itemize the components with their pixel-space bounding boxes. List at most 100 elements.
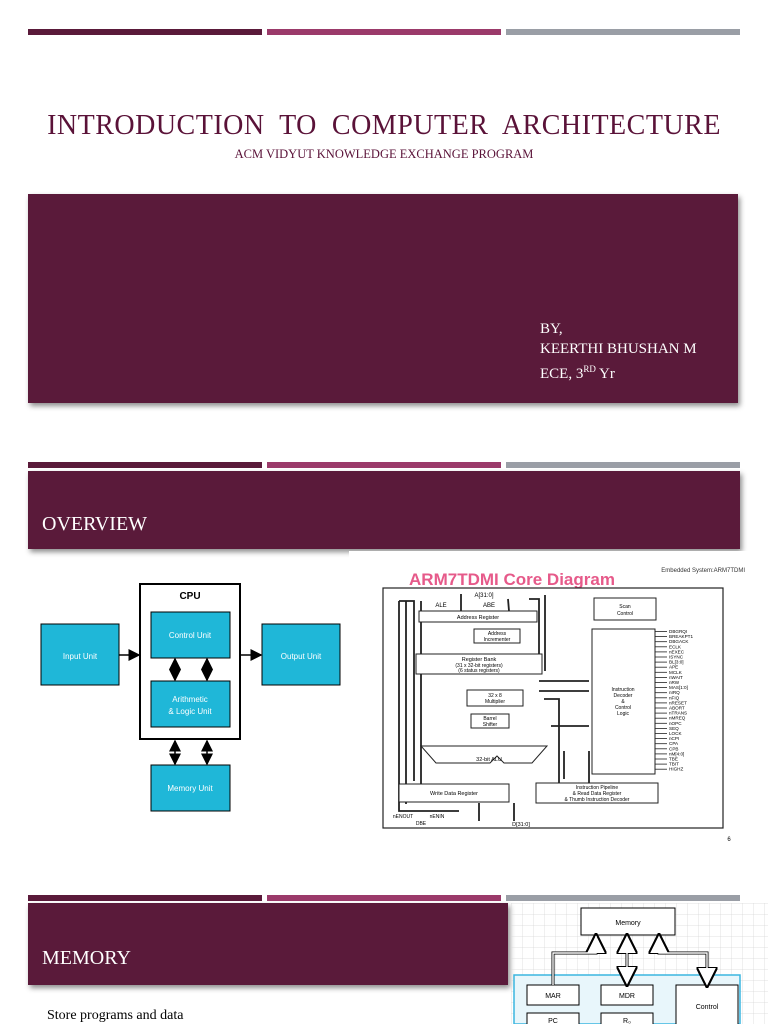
slide-title: INTRODUCTION TO COMPUTER ARCHITECTURE (47, 110, 721, 141)
alu-label-1: Arithmetic (172, 695, 208, 704)
arm-signal-label: ECLK (669, 644, 682, 649)
arm-signal-label: nFIQ (669, 695, 680, 700)
arm-header-note: Embedded System:ARM7TDMI (661, 568, 745, 574)
memory-unit-box (150, 764, 231, 812)
arm-signal-label: nIRQ (669, 690, 680, 695)
accent-bar-grey (506, 462, 740, 468)
memory-band: MEMORY (28, 903, 508, 985)
arm-page-number: 6 (727, 837, 731, 843)
arm-signal-label: nEXEC (669, 649, 685, 654)
multiplier-label-2: Multiplier (485, 699, 505, 705)
arm-signal-label: nWAIT (669, 675, 683, 680)
output-unit-box (261, 623, 341, 686)
arm-signal-label: ABORT (669, 706, 685, 711)
slide-title: MEMORY (42, 947, 131, 969)
arm-nenin: nENIN (430, 814, 445, 820)
decoder-label-1: Instruction (611, 687, 634, 693)
presenter-block: BY, KEERTHI BHUSHAN M ECE, 3RD Yr (540, 319, 697, 384)
arm-signal-label: nOPC (669, 721, 682, 726)
scan-control-box (593, 597, 657, 621)
register-bank-label-1: Register Bank (462, 657, 497, 663)
decoder-label-5: Logic (617, 711, 629, 717)
instruction-pipeline-box (535, 782, 659, 804)
decoder-label-2: Decoder (614, 693, 633, 699)
register-bank-label-3: (6 status registers) (458, 668, 500, 674)
accent-bar-dark (28, 895, 262, 901)
memory-label: Memory (615, 920, 641, 927)
mdr-label: MDR (619, 993, 635, 1000)
arm-signal-label: MCLK (669, 670, 683, 675)
arm-signal-label: DBGRQI (669, 629, 687, 634)
address-incrementer-label-2: Incrementer (484, 637, 511, 643)
instruction-decoder-box (591, 628, 656, 775)
arm-dbus: D[31:0] (512, 822, 530, 828)
arm-signal-label: ISYNC (669, 655, 684, 660)
arm-signal-label: BL[3:0] (669, 660, 684, 665)
arm-signal-label: MAS[1:0] (669, 685, 688, 690)
arm-diagram-title: ARM7TDMI Core Diagram (409, 570, 615, 589)
control-label: Control (696, 1004, 719, 1011)
arm-signal-label: SEQ (669, 726, 679, 731)
dept-prefix: ECE, 3 (540, 366, 584, 382)
slide-subtitle: ACM VIDYUT KNOWLEDGE EXCHANGE PROGRAM (234, 147, 534, 161)
arm-signal-label: nM[4:0] (669, 751, 684, 756)
arm-nenout: nENOUT (393, 814, 413, 820)
accent-bar-dark (28, 29, 262, 35)
arrow-mar-memory-inner (552, 936, 597, 985)
address-register-box (418, 610, 538, 623)
address-incrementer-box (473, 628, 521, 644)
alu-label-2: & Logic Unit (168, 707, 212, 716)
arm-signal-label: nRW (669, 680, 680, 685)
alu-label: 32-bit ALU (476, 757, 502, 763)
multiplier-label-1: 32 x 8 (488, 693, 502, 699)
dept-suffix: Yr (595, 366, 615, 382)
arm-signal-list: DBGRQIBREAKPT1DBGACKECLKnEXECISYNCBL[3:0… (655, 629, 693, 772)
input-unit-box (40, 623, 120, 686)
r0-box (600, 1012, 654, 1024)
arm-signal-label: APE (669, 665, 678, 670)
author-name: KEERTHI BHUSHAN M (540, 341, 697, 357)
arm-abe: ABE (483, 603, 495, 609)
pc-label: PC (548, 1018, 558, 1024)
accent-bar-mid (267, 29, 501, 35)
accent-bar-mid (267, 895, 501, 901)
arm-signal-label: HIGHZ (669, 767, 683, 772)
arm-ale: ALE (435, 603, 446, 609)
decoder-label-4: Control (615, 705, 631, 711)
alu-box (150, 680, 231, 728)
author-dept: ECE, 3RD Yr (540, 359, 697, 384)
accent-bar-grey (506, 29, 740, 35)
cpu-block-diagram: CPU Input Unit Control Unit Arithmetic &… (40, 583, 341, 812)
arm-signal-label: TBIT (669, 762, 679, 767)
arm-signal-label: DBGACK (669, 639, 689, 644)
memory-unit-label: Memory Unit (167, 784, 213, 793)
write-data-register-label: Write Data Register (430, 791, 478, 797)
accent-bar-mid (267, 462, 501, 468)
address-incrementer-label-1: Address (488, 631, 507, 637)
title-band: BY, KEERTHI BHUSHAN M ECE, 3RD Yr (28, 194, 738, 403)
arm7tdmi-core-diagram: Embedded System:ARM7TDMI ARM7TDMI Core D… (349, 551, 768, 847)
arm-signal-label: nCPI (669, 736, 679, 741)
arm-signal-label: nMREQ (669, 716, 686, 721)
arm-signal-label: TBE (669, 757, 678, 762)
arm-bus-lines (398, 594, 590, 821)
dept-sup: RD (583, 364, 596, 374)
cpu-label: CPU (179, 591, 200, 602)
barrel-shifter-label-2: Shifter (483, 722, 498, 728)
register-bank-label-2: (31 x 32-bit registers) (455, 663, 503, 669)
decoder-label-3: & (621, 699, 625, 705)
arm-dbe: DBE (416, 821, 427, 827)
alu-shape (419, 745, 549, 764)
arm-signal-label: LOCK (669, 731, 682, 736)
control-unit-box (150, 611, 231, 659)
pipeline-label-1: Instruction Pipeline (576, 785, 618, 791)
arm-signal-label: nRESET (669, 700, 687, 705)
arm-signal-label: nTRANS (669, 711, 687, 716)
arm-signal-label: CPB (669, 746, 678, 751)
write-data-register-box (398, 783, 510, 803)
arm-signal-label: BREAKPT1 (669, 634, 693, 639)
register-bank-box (415, 653, 543, 675)
barrel-shifter-box (470, 713, 510, 729)
control-unit-label: Control Unit (169, 631, 212, 640)
scan-control-label-1: Scan (619, 604, 631, 610)
